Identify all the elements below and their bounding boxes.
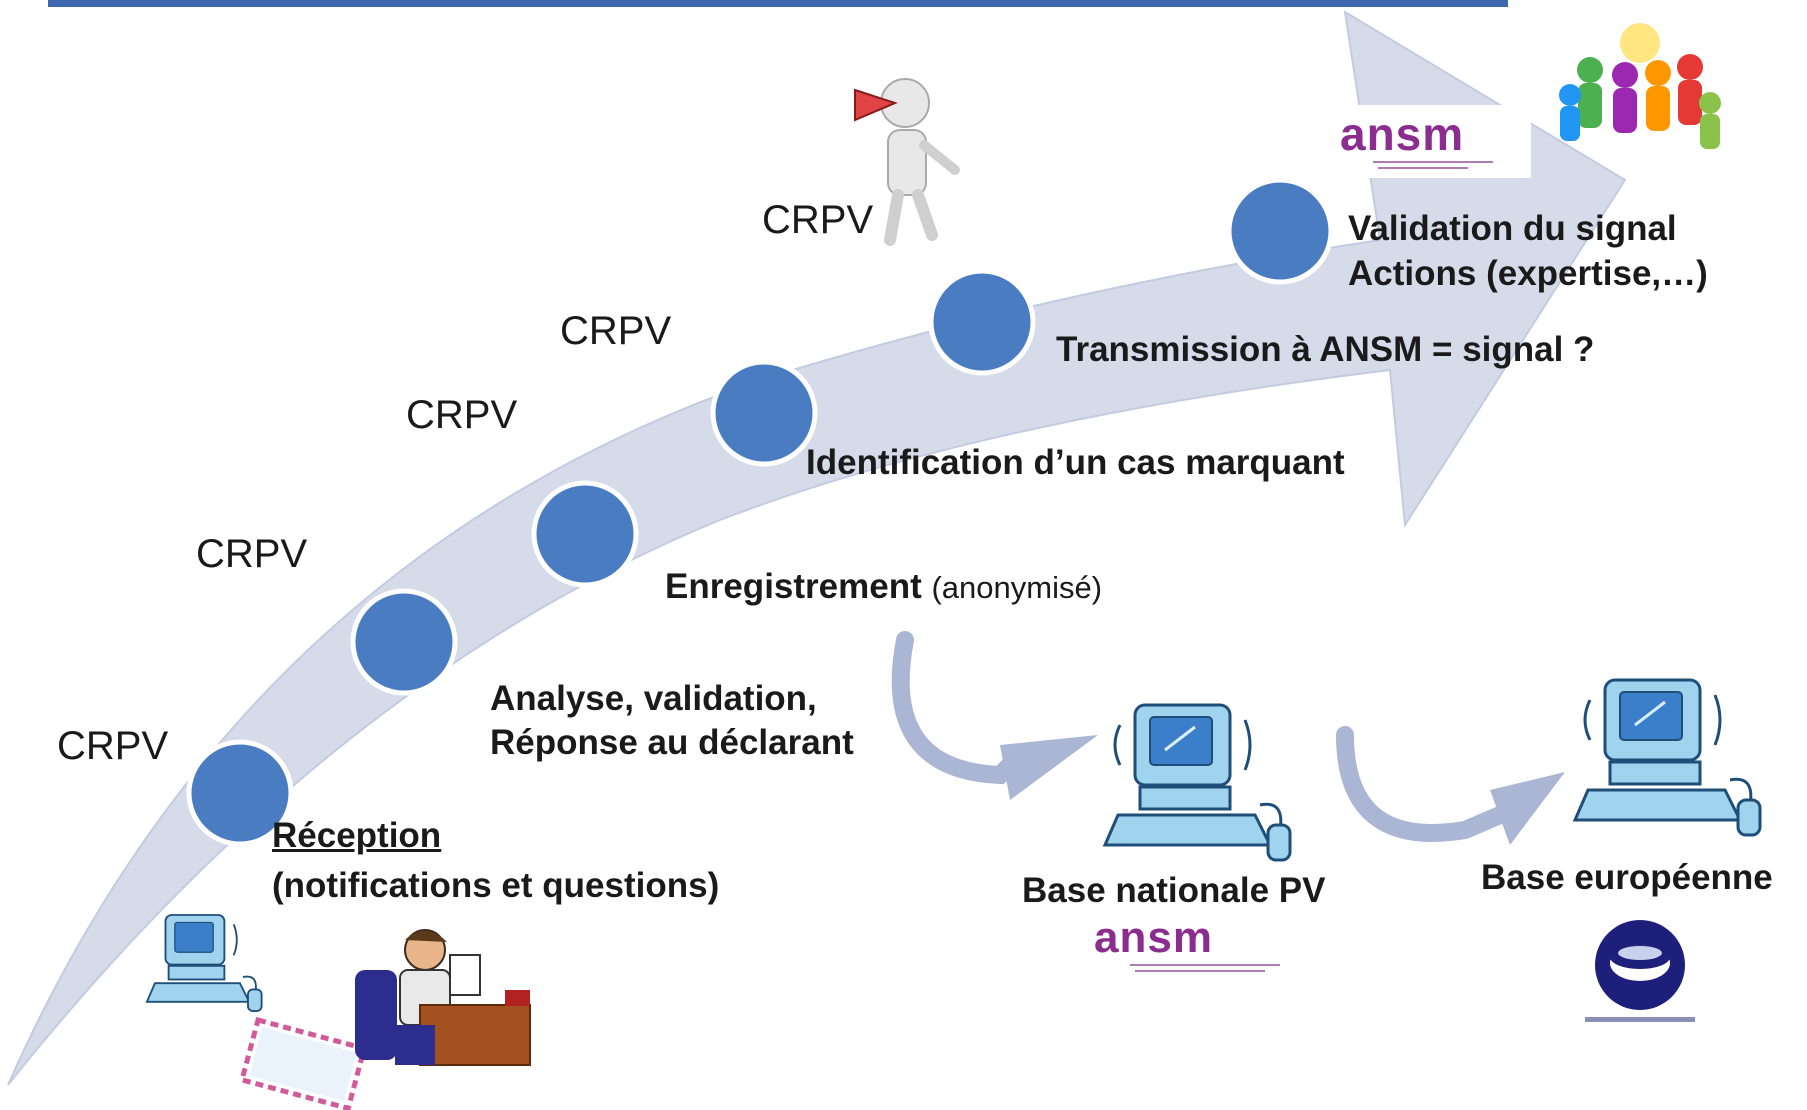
crpv-label: CRPV [560, 309, 672, 353]
step-circle-identification [710, 359, 818, 467]
curve-arrow-nationale [891, 631, 1019, 785]
step-circle-validation [1226, 177, 1334, 285]
ansm-logo-text: ansm [1094, 913, 1213, 962]
step-circle-enregistrement [531, 480, 639, 588]
computer-icon [1572, 678, 1762, 837]
computer-icon [1102, 703, 1292, 862]
main-flow-arrow [7, 10, 1627, 1086]
ema-logo-icon [1585, 920, 1695, 1022]
computer-icon [145, 914, 263, 1013]
curve-arrow-nationale-head [1000, 735, 1098, 800]
curve-arrow-europeenne-head [1490, 772, 1565, 845]
ansm-logo-top: ansm [1328, 105, 1531, 178]
step-circles [186, 177, 1334, 847]
step-enregistrement: Enregistrement (anonymisé) [665, 566, 1102, 608]
step-validation-line2: Actions (expertise,…) [1348, 254, 1708, 293]
top-bar [48, 0, 1508, 7]
step-enregistrement-note: (anonymisé) [931, 570, 1103, 605]
base-europeenne-label: Base européenne [1481, 858, 1773, 897]
megaphone-person-icon [854, 78, 960, 246]
step-reception-subtitle: (notifications et questions) [272, 866, 720, 905]
crpv-label: CRPV [406, 393, 518, 437]
step-circle-analyse [350, 588, 458, 696]
step-reception-title: Réception [272, 816, 442, 855]
ansm-logo-text: ansm [1340, 108, 1465, 160]
crpv-label: CRPV [196, 532, 308, 576]
office-worker-icon [355, 929, 531, 1066]
crpv-label: CRPV [57, 724, 169, 768]
step-identification: Identification d’un cas marquant [806, 443, 1345, 482]
step-analyse-line2: Réponse au déclarant [490, 723, 854, 762]
base-nationale-label: Base nationale PV [1022, 871, 1326, 910]
step-circle-transmission [928, 268, 1036, 376]
step-analyse-line1: Analyse, validation, [490, 679, 817, 718]
crpv-label: CRPV [762, 198, 874, 242]
curve-arrow-europeenne [1336, 726, 1509, 842]
step-enregistrement-label: Enregistrement [665, 567, 922, 606]
team-people-icon [1559, 23, 1721, 149]
step-validation-line1: Validation du signal [1348, 209, 1677, 248]
step-circle-reception [186, 739, 294, 847]
ansm-logo-bottom: ansm [1090, 916, 1280, 976]
step-transmission: Transmission à ANSM = signal ? [1056, 330, 1595, 369]
envelope-icon [238, 1016, 368, 1110]
